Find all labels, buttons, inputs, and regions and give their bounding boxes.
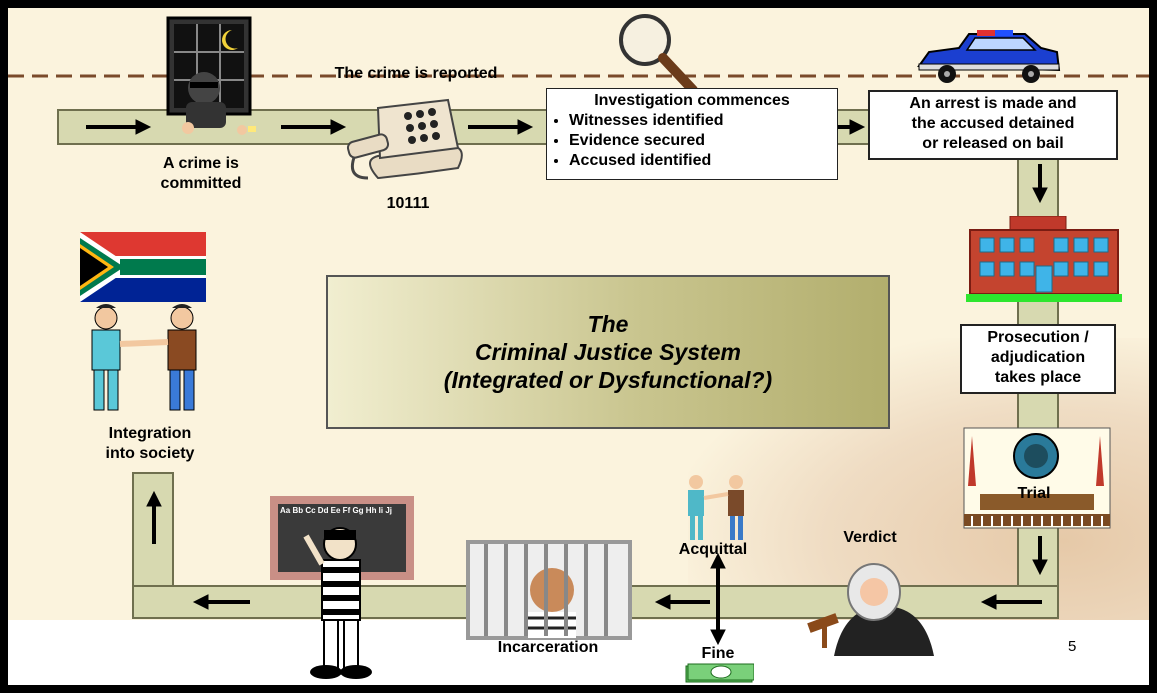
arrow-updown <box>710 552 726 646</box>
prosecution-line-3: takes place <box>994 369 1082 386</box>
investigation-item: Accused identified <box>569 151 837 171</box>
investigation-item: Witnesses identified <box>569 111 837 131</box>
handshake-small-icon <box>688 475 744 540</box>
prosecution-line-1: Prosecution / <box>987 329 1089 346</box>
investigation-title: Investigation commences <box>594 92 790 109</box>
money-icon <box>685 663 754 683</box>
crime-committed-label: A crime is committed <box>126 154 276 194</box>
investigation-item: Evidence secured <box>569 131 837 151</box>
phone-number-label: 10111 <box>386 195 430 212</box>
arrow-down-2 <box>1032 536 1048 576</box>
police-car-icon <box>917 30 1061 83</box>
arrow-left-2 <box>654 594 710 610</box>
verdict-label: Verdict <box>843 529 897 546</box>
fine-label: Fine <box>701 645 735 662</box>
telephone-icon <box>346 98 463 180</box>
integration-line-1: Integration <box>108 425 192 442</box>
investigation-box: Investigation commences Witnesses identi… <box>546 88 838 180</box>
burglar-window-icon <box>166 16 256 135</box>
arrest-line-2: the accused detained <box>911 115 1075 132</box>
south-africa-flag-icon <box>80 232 206 302</box>
slide: The crime is reported A crime is committ… <box>8 8 1149 685</box>
page-number: 5 <box>1068 638 1077 655</box>
arrow-left-3 <box>192 594 250 610</box>
arrow-left-1 <box>980 594 1042 610</box>
integration-label: Integration into society <box>70 424 230 464</box>
title-line-1: The <box>587 311 629 337</box>
prosecution-box: Prosecution / adjudication takes place <box>960 324 1116 394</box>
prisoner-icon <box>303 527 372 679</box>
arrow-right-2 <box>281 119 347 135</box>
title-box: The Criminal Justice System (Integrated … <box>326 275 890 429</box>
arrest-line-3: or released on bail <box>922 135 1064 152</box>
arrow-up-1 <box>146 490 162 544</box>
arrow-down-1 <box>1032 164 1048 204</box>
acquittal-label: Acquittal <box>678 541 748 558</box>
integration-line-2: into society <box>105 445 195 462</box>
arrest-box: An arrest is made and the accused detain… <box>868 90 1118 160</box>
trial-bench-icon <box>963 427 1111 529</box>
trial-label: Trial <box>1017 485 1051 502</box>
prosecution-line-2: adjudication <box>990 349 1086 366</box>
judge-icon <box>807 563 934 656</box>
arrest-line-1: An arrest is made and <box>909 95 1077 112</box>
crime-committed-line-2: committed <box>160 175 242 192</box>
magnifier-icon <box>619 14 698 95</box>
handshake-people-icon <box>91 304 197 411</box>
investigation-list: Witnesses identified Evidence secured Ac… <box>547 111 837 171</box>
title-line-2: Criminal Justice System <box>475 339 741 365</box>
incarceration-label: Incarceration <box>497 639 599 656</box>
title-line-3: (Integrated or Dysfunctional?) <box>443 367 773 393</box>
courthouse-icon <box>966 216 1122 302</box>
blackboard-text: Aa Bb Cc Dd Ee Ff Gg Hh Ii Jj <box>280 506 393 515</box>
dashed-divider <box>8 74 1149 78</box>
crime-reported-label: The crime is reported <box>334 65 498 82</box>
crime-committed-line-1: A crime is <box>163 155 239 172</box>
arrow-right-1 <box>86 119 152 135</box>
arrow-right-3 <box>468 119 534 135</box>
jail-cell-icon <box>466 540 632 640</box>
